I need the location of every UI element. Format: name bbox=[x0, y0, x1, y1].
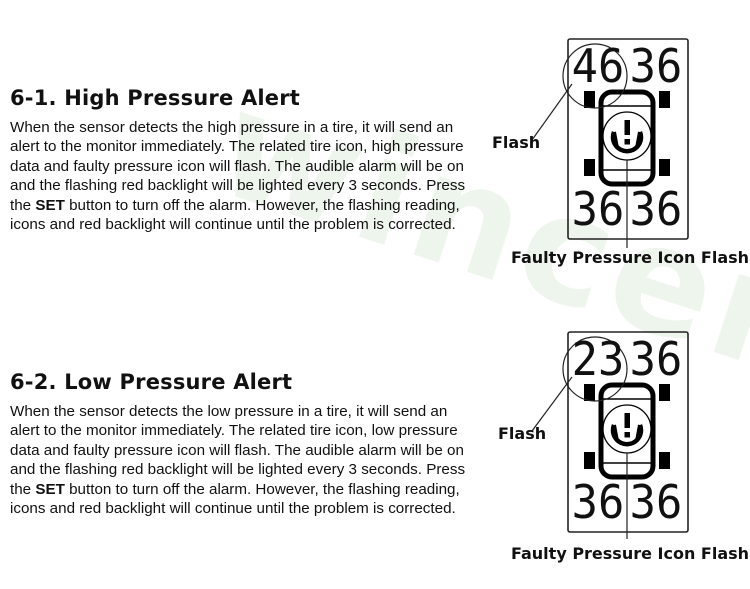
faulty-pressure-label: Faulty Pressure Icon Flash bbox=[511, 248, 750, 267]
flash-label: Flash bbox=[498, 424, 547, 443]
front-left-reading: 23 bbox=[571, 332, 625, 386]
tire-icon-front-left bbox=[584, 384, 595, 401]
section-low-pressure: 6-2. Low Pressure Alert When the sensor … bbox=[10, 370, 480, 518]
front-right-reading: 36 bbox=[629, 39, 683, 93]
faulty-pressure-icon bbox=[602, 404, 652, 454]
tire-icon-front-right bbox=[659, 384, 670, 401]
rear-left-reading: 36 bbox=[571, 182, 625, 236]
faulty-pressure-label: Faulty Pressure Icon Flash bbox=[511, 544, 750, 563]
tire-icon-rear-right bbox=[659, 159, 670, 176]
section-title: 6-1. High Pressure Alert bbox=[10, 86, 301, 110]
tire-icon-front-left bbox=[584, 91, 595, 108]
flash-leader-line bbox=[531, 83, 573, 141]
front-left-reading: 46 bbox=[571, 39, 625, 93]
set-keyword: SET bbox=[35, 480, 65, 498]
faulty-pressure-icon bbox=[602, 111, 652, 161]
set-keyword: SET bbox=[35, 196, 65, 214]
tire-icon-rear-left bbox=[584, 159, 595, 176]
tire-icon-rear-right bbox=[659, 452, 670, 469]
section-description: When the sensor detects the low pressure… bbox=[10, 403, 466, 518]
tpms-display-diagram-high: 46 36 36 36 Flash Faulty Pressure Icon F… bbox=[490, 36, 750, 296]
rear-left-reading: 36 bbox=[571, 475, 625, 529]
front-right-reading: 36 bbox=[629, 332, 683, 386]
tire-icon-front-right bbox=[659, 91, 670, 108]
section-title: 6-2. Low Pressure Alert bbox=[10, 370, 293, 394]
section-description: When the sensor detects the high pressur… bbox=[10, 119, 466, 234]
flash-highlight-circle bbox=[562, 336, 628, 402]
flash-highlight-circle bbox=[562, 43, 628, 109]
flash-leader-line bbox=[531, 376, 573, 432]
rear-right-reading: 36 bbox=[629, 182, 683, 236]
rear-right-reading: 36 bbox=[629, 475, 683, 529]
section-high-pressure: 6-1. High Pressure Alert When the sensor… bbox=[10, 86, 480, 234]
tpms-display-diagram-low: 23 36 36 36 Flash Faulty Pressure Icon F… bbox=[490, 329, 750, 589]
tire-icon-rear-left bbox=[584, 452, 595, 469]
flash-label: Flash bbox=[492, 133, 541, 152]
